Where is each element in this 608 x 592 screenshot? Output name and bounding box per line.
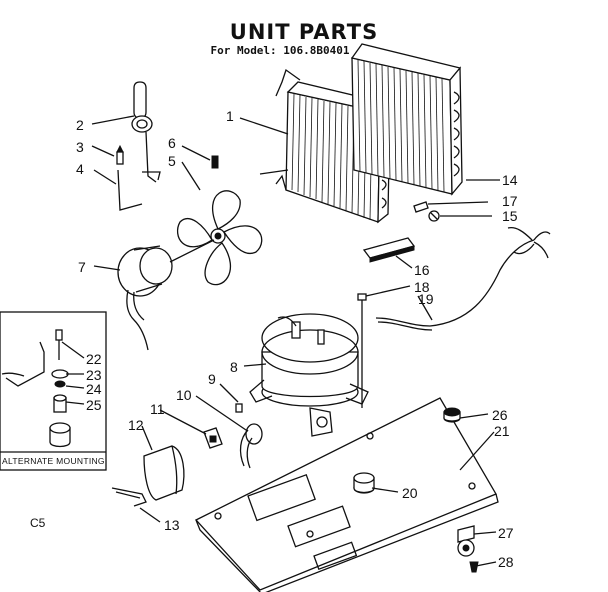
callout-12: 12 bbox=[128, 417, 144, 433]
callout-2: 2 bbox=[76, 117, 84, 133]
callout-19: 19 bbox=[418, 291, 434, 307]
leader-lines bbox=[61, 115, 500, 567]
set-screw bbox=[211, 155, 219, 169]
callout-3: 3 bbox=[76, 139, 84, 155]
callout-5: 5 bbox=[168, 153, 176, 169]
callout-11: 11 bbox=[150, 401, 165, 417]
callout-26: 26 bbox=[492, 407, 508, 423]
callout-13: 13 bbox=[164, 517, 180, 533]
caster bbox=[457, 525, 475, 557]
model-number: For Model: 106.8B0401 bbox=[210, 44, 350, 57]
screw-17 bbox=[413, 201, 429, 213]
callout-15: 15 bbox=[502, 208, 518, 224]
callout-1: 1 bbox=[226, 108, 234, 124]
compressor bbox=[249, 313, 369, 437]
callout-18: 18 bbox=[414, 279, 430, 295]
callout-21: 21 bbox=[494, 423, 510, 439]
callout-25: 25 bbox=[86, 397, 102, 413]
fan-blade bbox=[176, 190, 263, 286]
callout-20: 20 bbox=[402, 485, 418, 501]
grommet-26 bbox=[443, 407, 461, 423]
fan-motor bbox=[117, 239, 215, 351]
diagram-title: UNIT PARTS bbox=[229, 20, 379, 44]
wire-harness bbox=[375, 226, 551, 331]
figure-code: C5 bbox=[30, 516, 46, 530]
screw-28 bbox=[469, 561, 479, 573]
overload-relay bbox=[239, 423, 263, 469]
small-clip bbox=[235, 403, 243, 413]
callout-7: 7 bbox=[78, 259, 86, 275]
callout-8: 8 bbox=[230, 359, 238, 375]
bent-rod bbox=[117, 169, 143, 211]
callout-4: 4 bbox=[76, 161, 84, 177]
callout-28: 28 bbox=[498, 554, 514, 570]
callout-numbers: 1 2 3 4 5 6 7 8 9 10 11 12 13 14 15 16 1… bbox=[76, 108, 518, 570]
mounting-strip bbox=[362, 237, 416, 263]
callout-16: 16 bbox=[414, 262, 430, 278]
callout-23: 23 bbox=[86, 367, 102, 383]
callout-17: 17 bbox=[502, 193, 518, 209]
screw-15 bbox=[428, 210, 440, 222]
callout-27: 27 bbox=[498, 525, 514, 541]
evaporator-coil bbox=[350, 43, 463, 196]
callout-10: 10 bbox=[176, 387, 192, 403]
grommet bbox=[353, 472, 375, 494]
terminal bbox=[203, 427, 223, 449]
tip-part bbox=[116, 144, 124, 165]
alternate-mounting-caption: ALTERNATE MOUNTING bbox=[2, 456, 105, 466]
base-pan bbox=[194, 397, 499, 592]
thermostat-bulb bbox=[131, 81, 161, 183]
terminal-cover bbox=[143, 445, 185, 501]
callout-9: 9 bbox=[208, 371, 216, 387]
callout-24: 24 bbox=[86, 381, 102, 397]
callout-6: 6 bbox=[168, 135, 176, 151]
callout-14: 14 bbox=[502, 172, 518, 188]
alternate-mounting-inset bbox=[0, 311, 107, 471]
callout-22: 22 bbox=[86, 351, 102, 367]
retaining-clip bbox=[111, 487, 147, 507]
